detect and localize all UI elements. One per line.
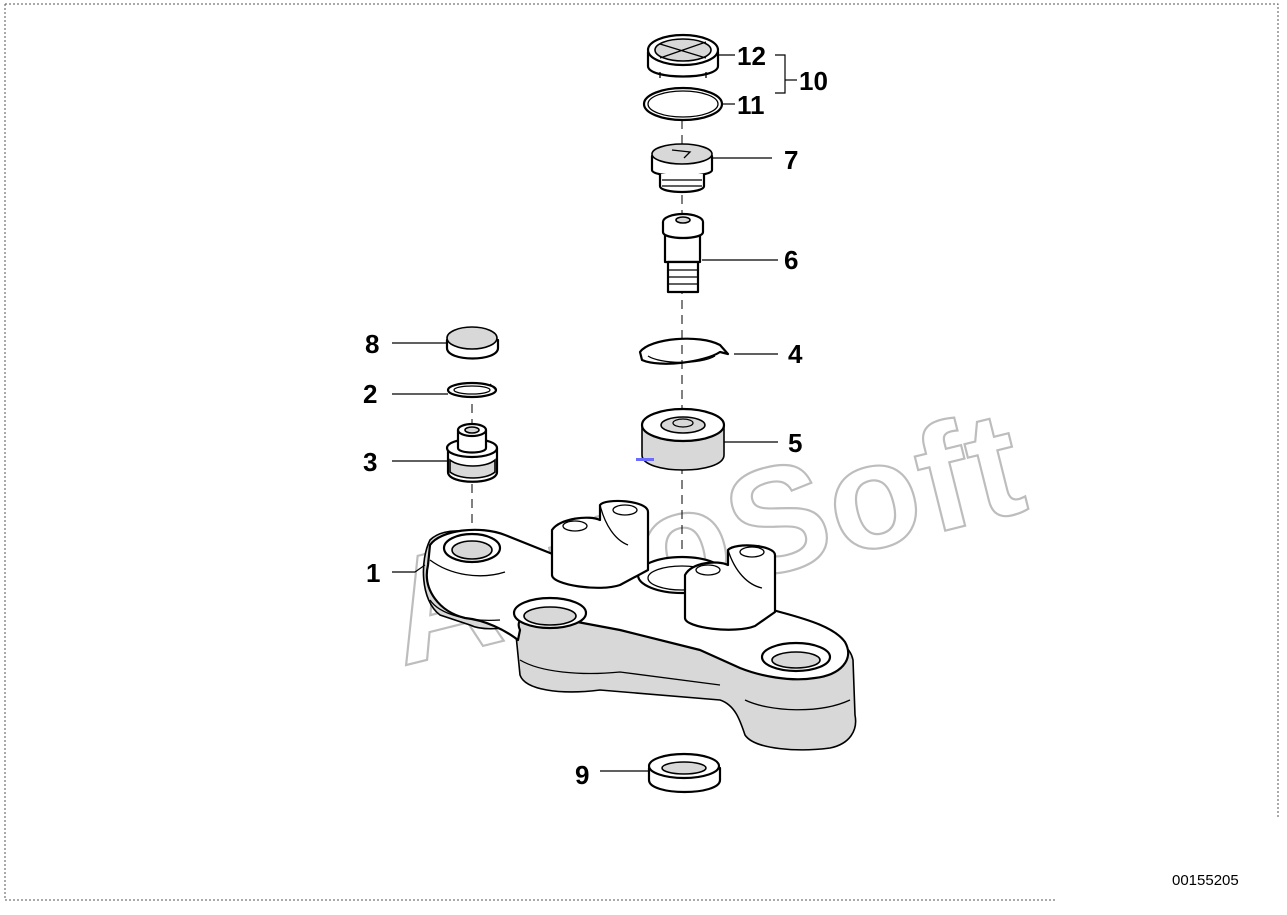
part-11-o-ring <box>642 86 724 122</box>
part-6-bolt <box>661 212 705 294</box>
part-12-emblem-cap <box>646 33 720 78</box>
part-2-circlip <box>446 381 498 399</box>
part-5-bearing <box>636 407 726 471</box>
callout-3: 3 <box>363 447 377 477</box>
callout-8: 8 <box>365 329 379 359</box>
callout-1: 1 <box>366 558 380 588</box>
callout-labels: 12 11 10 7 6 4 5 8 2 3 1 9 <box>363 41 828 790</box>
callout-2: 2 <box>363 379 377 409</box>
callout-10: 10 <box>799 66 828 96</box>
part-9-seal-ring <box>647 752 722 794</box>
part-7-screw-plug <box>650 143 714 194</box>
callout-4: 4 <box>788 339 803 369</box>
part-3-bushing <box>445 422 499 483</box>
part-4-retaining-ring <box>638 337 730 365</box>
callout-9: 9 <box>575 760 589 790</box>
callout-12: 12 <box>737 41 766 71</box>
callout-6: 6 <box>784 245 798 275</box>
part-8-cap <box>445 326 500 360</box>
callout-7: 7 <box>784 145 798 175</box>
part-1-fork-bridge <box>422 499 857 751</box>
callout-11: 11 <box>737 90 765 120</box>
document-number: 00155205 <box>1172 872 1239 889</box>
leader-lines <box>392 54 797 772</box>
callout-5: 5 <box>788 428 802 458</box>
diagram-border <box>4 3 1279 901</box>
marker-dash <box>636 458 654 461</box>
